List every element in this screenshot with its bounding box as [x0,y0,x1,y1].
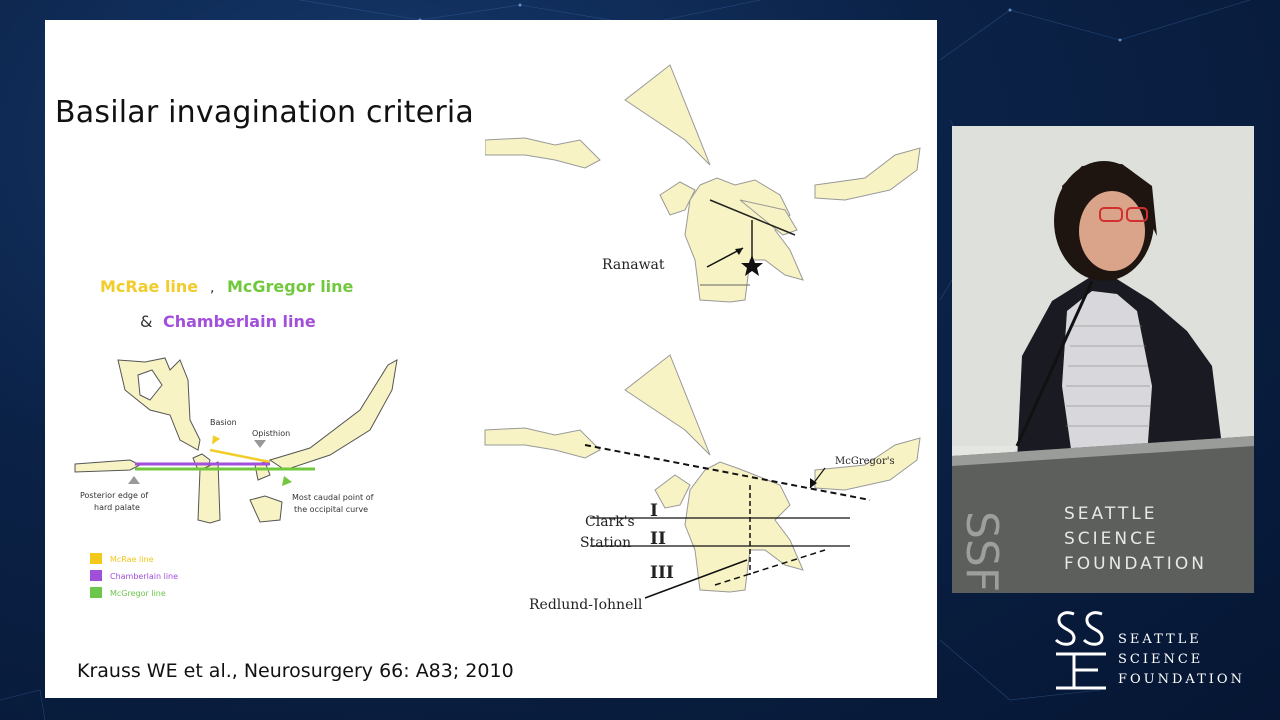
basion-arrow [212,435,221,445]
legend-swatch-mcgregor [90,587,102,598]
caudal-arrow [282,476,292,486]
station-label-3: III [650,563,674,583]
label-posterior-2: hard palate [94,503,140,512]
heading-mcgregor: McGregor line [227,277,354,296]
heading-mcrae: McRae line [100,277,198,296]
label-clarks-2: Station [580,535,631,551]
skull-base-bones [74,357,398,524]
opisthion-arrow [254,440,266,448]
podium-line-2: SCIENCE [1064,529,1159,549]
brand-line-2: SCIENCE [1118,652,1204,667]
label-posterior-1: Posterior edge of [80,491,148,500]
legend: McRae line Chamberlain line McGregor lin… [90,553,178,598]
redlund-pointer [644,559,748,599]
posterior-arrow [128,476,140,484]
podium-line-1: SEATTLE [1064,504,1158,524]
ssf-logo-icon [1054,611,1106,690]
station-label-1: I [650,501,658,521]
brand-line-3: FOUNDATION [1118,672,1245,687]
left-diagram-mcrae-mcgregor-chamberlain: McRae line , McGregor line & Chamberlain… [74,277,398,598]
mcgregors-line [584,444,871,501]
podium-line-3: FOUNDATION [1064,554,1207,574]
label-caudal-1: Most caudal point of [292,493,374,502]
heading-sep: , [210,280,214,296]
mcrae-line [209,448,271,464]
label-mcgregors: McGregor's [835,456,895,467]
speaker-scene: SSF SEATTLE SCIENCE FOUNDATION [952,126,1254,593]
label-opisthion: Opisthion [252,429,290,438]
podium-logo: SSF [956,511,1007,592]
presentation-slide: Basilar invagination criteria McRae line… [45,20,937,698]
legend-swatch-mcrae [90,553,102,564]
heading-amp: & [140,312,152,331]
slide-title: Basilar invagination criteria [55,95,475,130]
label-ranawat: Ranawat [602,257,665,273]
legend-label-mcrae: McRae line [110,555,154,564]
heading-chamberlain: Chamberlain line [163,312,316,331]
brand-line-1: SEATTLE [1118,632,1202,647]
label-clarks-1: Clark's [585,514,635,530]
legend-swatch-chamberlain [90,570,102,581]
legend-label-chamberlain: Chamberlain line [110,572,178,581]
right-diagram-mcgregor-clark-redlund: McGregor's Clark's Station I II III Redl… [484,354,921,610]
slide-citation: Krauss WE et al., Neurosurgery 66: A83; … [77,660,514,682]
ranawat-star [741,255,763,276]
label-basion: Basion [210,418,237,427]
right-diagram-ranawat: Ranawat [485,64,921,303]
brand-text: SEATTLE SCIENCE FOUNDATION [1118,630,1245,690]
label-caudal-2: the occipital curve [294,505,368,514]
seattle-science-foundation-logo: SEATTLE SCIENCE FOUNDATION [1052,610,1272,690]
legend-label-mcgregor: McGregor line [110,589,166,598]
station-label-2: II [650,529,666,549]
label-redlund: Redlund-Johnell [529,597,643,610]
speaker-video: SSF SEATTLE SCIENCE FOUNDATION [952,126,1254,593]
ranawat-axis [709,199,796,236]
